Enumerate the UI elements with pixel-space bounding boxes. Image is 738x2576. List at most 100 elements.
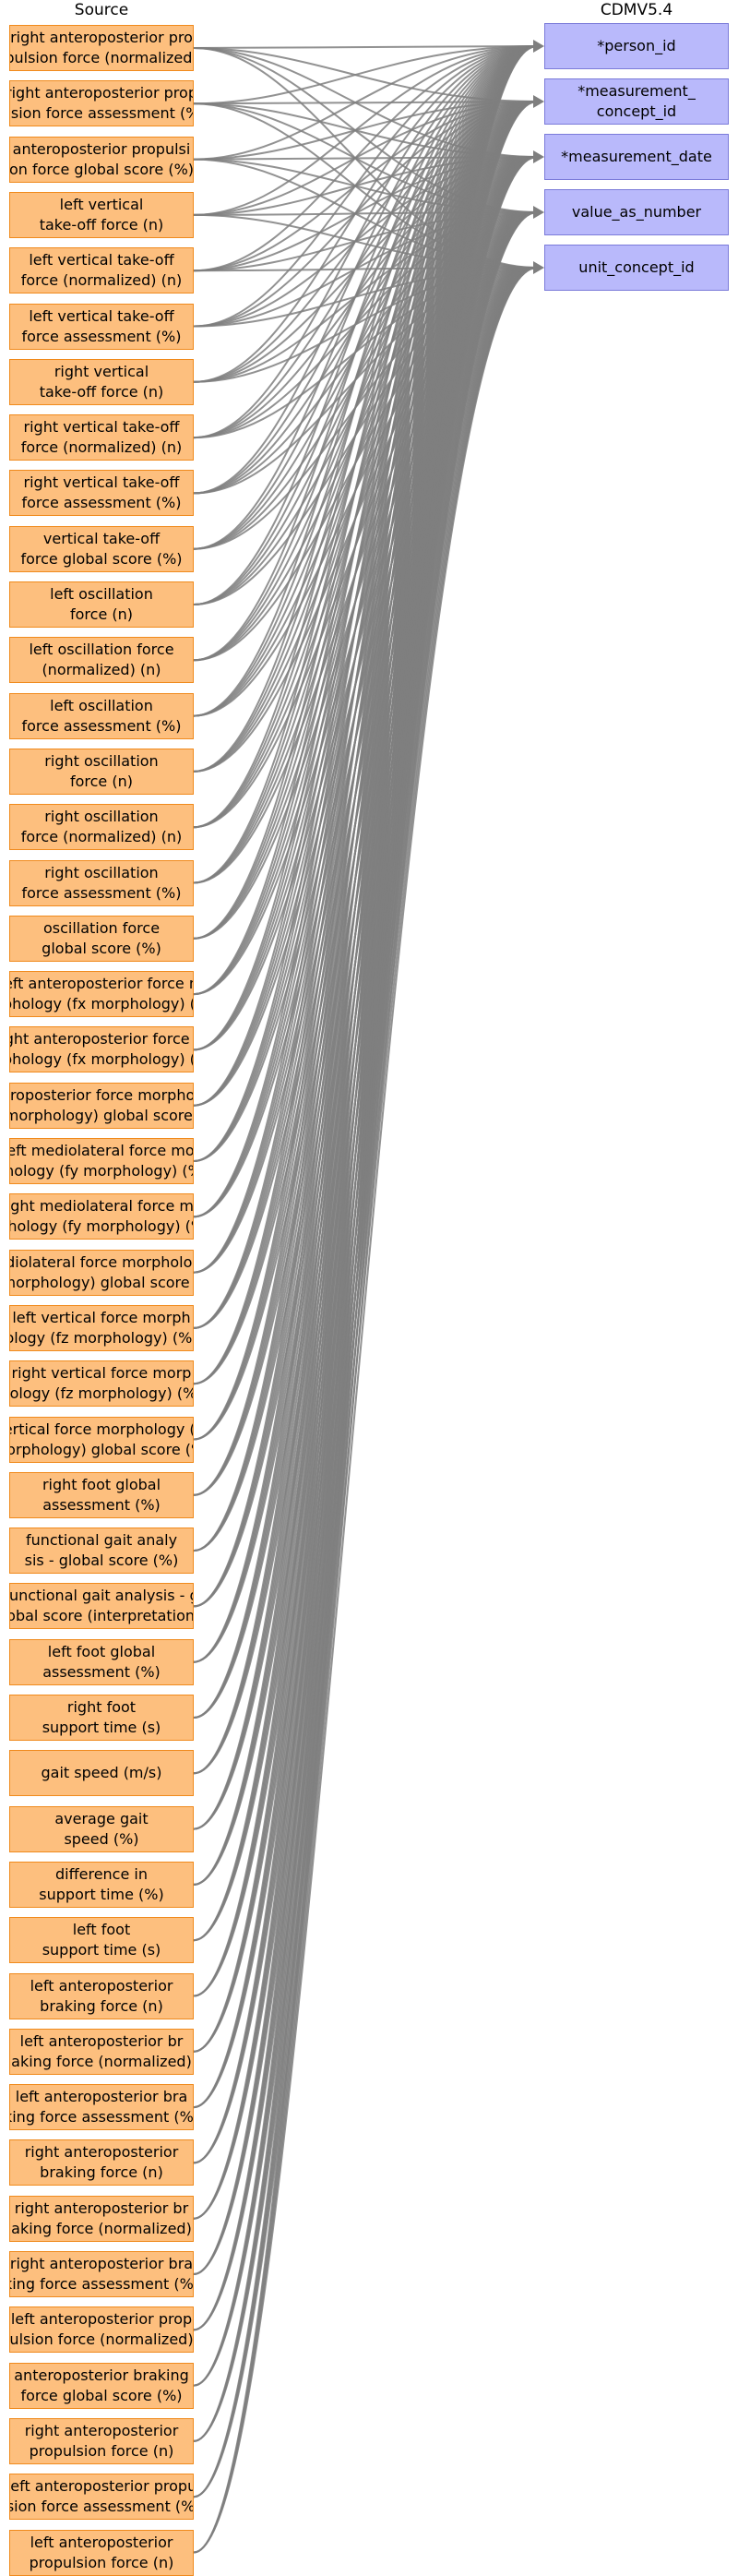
source-field-label-line: left anteroposterior bra xyxy=(15,2088,188,2106)
source-field-label-line: left anteroposterior xyxy=(30,2533,173,2551)
target-field[interactable]: value_as_number xyxy=(544,189,729,235)
source-field-label-line: right vertical take-off xyxy=(23,473,180,492)
source-field-label-line: right anteroposterior xyxy=(24,2143,179,2162)
target-field[interactable]: *measurement_concept_id xyxy=(544,78,729,125)
source-field-label-line: support time (s) xyxy=(42,1719,161,1736)
source-field[interactable]: right anteroposterior propulsion force a… xyxy=(9,80,194,127)
source-field-label-line: global score (%) xyxy=(42,939,161,957)
target-field-label: *measurement_concept_id xyxy=(577,81,696,122)
mapping-edge xyxy=(193,45,538,495)
source-field[interactable]: right mediolateral force morphology (fy … xyxy=(9,1193,194,1240)
target-field[interactable]: *measurement_date xyxy=(544,134,729,180)
source-field-label-line: force (normalized) (n) xyxy=(20,828,183,846)
mapping-edge xyxy=(193,45,538,216)
source-field[interactable]: right oscillation force (n) xyxy=(9,748,194,795)
mapping-edge xyxy=(193,45,538,439)
source-field-label-line: take-off force (n) xyxy=(39,382,164,401)
edge-arrowhead xyxy=(533,95,544,108)
source-field-label-line: right anteroposterior xyxy=(24,2421,179,2439)
target-field[interactable]: *person_id xyxy=(544,23,729,69)
source-field-label-line: force (n) xyxy=(69,772,133,790)
source-field[interactable]: left anteroposterior force morphology (f… xyxy=(9,971,194,1018)
source-field[interactable]: anteroposterior force morphology(fx morp… xyxy=(9,1082,194,1129)
source-field[interactable]: right anteroposterior force morphology (… xyxy=(9,1026,194,1073)
target-column-header: CDMV5.4 xyxy=(600,1,673,19)
source-field-label-line: lsion force assessment (%) xyxy=(9,2498,194,2516)
source-field-label-line: force assessment (%) xyxy=(21,883,182,902)
mapping-edge xyxy=(193,45,538,884)
source-field-label-line: left oscillation xyxy=(50,585,153,603)
source-field-label-line: force (normalized) (n) xyxy=(20,438,183,457)
mapping-edge xyxy=(193,45,538,383)
target-field-label-line: value_as_number xyxy=(571,203,702,221)
mapping-edge xyxy=(193,45,538,105)
source-field[interactable]: vertical force morphology (fzmorphology)… xyxy=(9,1416,194,1463)
source-field-label-line: ulsion force assessment (%) xyxy=(10,104,193,123)
source-field-label: right oscillation force (n) xyxy=(44,751,158,792)
source-field[interactable]: left oscillation force(normalized) (n) xyxy=(9,637,194,684)
source-field[interactable]: gait speed (m/s) xyxy=(9,1750,194,1797)
source-field[interactable]: left mediolateral force morphology (fy m… xyxy=(9,1138,194,1184)
mapping-edge xyxy=(193,45,538,1441)
source-field-label-line: right mediolateral force mo xyxy=(9,1197,194,1216)
source-field-label-line: right oscillation xyxy=(44,751,159,770)
source-field-label-line: force global score (%) xyxy=(20,549,183,568)
source-field-label-line: left foot xyxy=(72,1921,131,1939)
source-field[interactable]: mediolateral force morphology ( fy morpho… xyxy=(9,1249,194,1296)
target-field-label: value_as_number xyxy=(572,202,701,222)
source-field-label-line: functional gait analysis - g xyxy=(9,1587,194,1605)
target-field[interactable]: unit_concept_id xyxy=(544,245,729,291)
mapping-edge xyxy=(193,45,538,996)
source-field-label-line: fy morphology) global score (%) xyxy=(9,1273,190,1291)
mapping-edge xyxy=(193,267,538,2554)
source-field-label-line: functional gait analy xyxy=(25,1531,178,1550)
target-field-label: *measurement_date xyxy=(561,147,712,167)
source-field-label-line: mediolateral force morphology ( xyxy=(10,1252,193,1271)
